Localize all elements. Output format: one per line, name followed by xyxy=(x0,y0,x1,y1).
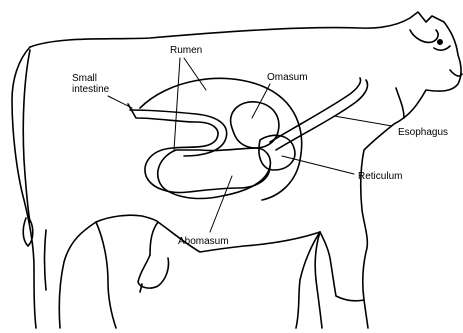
leader-small-intestine xyxy=(108,96,132,108)
label-small-intestine-line2: intestine xyxy=(72,84,109,95)
eye xyxy=(438,40,442,44)
label-small-intestine: Small intestine xyxy=(72,73,132,95)
rumen-outline xyxy=(140,78,302,200)
reticulum-shape xyxy=(259,135,295,170)
label-omasum: Omasum xyxy=(267,72,308,83)
tail-outline xyxy=(23,50,30,222)
hind-leg-back xyxy=(96,215,158,222)
leader-rumen-1 xyxy=(174,58,180,150)
leader-rumen-2 xyxy=(184,58,206,90)
label-small-intestine-line1: Small xyxy=(72,73,97,84)
hock-line xyxy=(45,230,47,290)
front-leg-outline xyxy=(296,232,364,328)
cow-outline xyxy=(30,12,461,328)
leader-abomasum xyxy=(210,176,232,232)
label-esophagus: Esophagus xyxy=(398,127,448,138)
leader-esophagus xyxy=(334,116,392,126)
leader-reticulum xyxy=(282,156,354,174)
udder-outline xyxy=(138,255,169,288)
label-abomasum: Abomasum xyxy=(178,236,229,247)
small-intestine-inner xyxy=(130,110,227,156)
neck-fold xyxy=(396,88,404,118)
label-reticulum: Reticulum xyxy=(358,171,402,182)
abomasum-shape xyxy=(158,148,271,198)
esophagus-tube xyxy=(270,78,361,142)
front-leg2-outline xyxy=(315,232,322,328)
ear-outline xyxy=(410,30,438,42)
belly-outline xyxy=(150,222,320,255)
hind-leg-inner xyxy=(59,222,116,328)
leader-omasum xyxy=(252,84,270,118)
label-rumen: Rumen xyxy=(170,45,202,56)
face-detail xyxy=(434,46,450,50)
